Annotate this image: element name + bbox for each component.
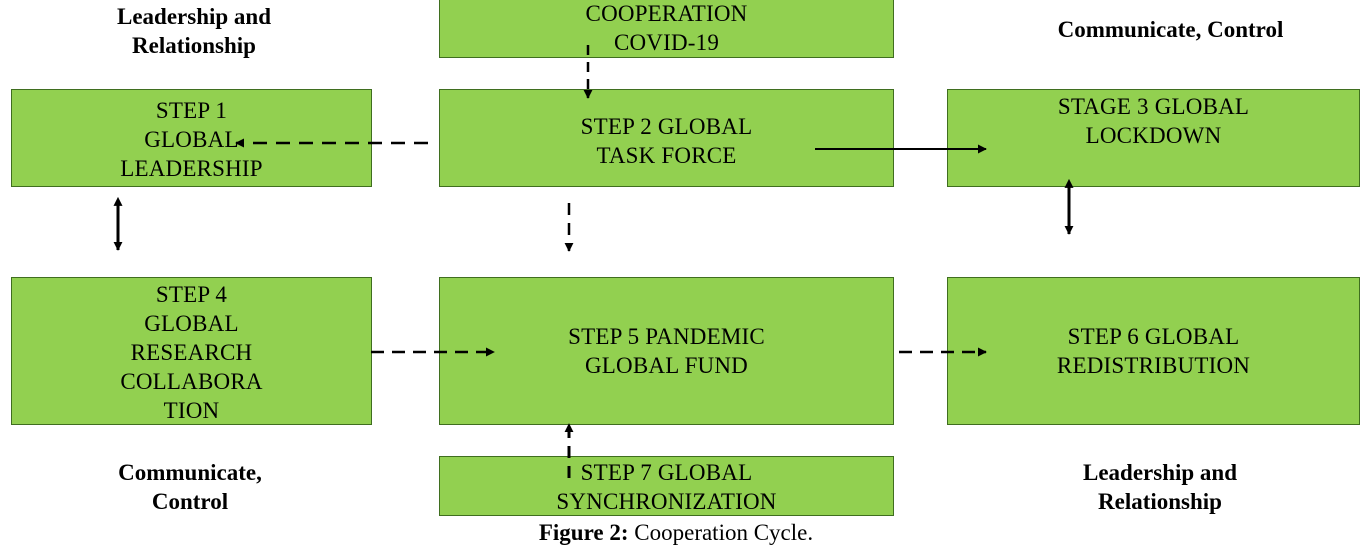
- label-top-right-line-1: Communicate, Control: [1057, 17, 1284, 42]
- step4-line-4: COLLABORA: [120, 369, 263, 394]
- label-bottom-left-line-2: Control: [151, 489, 229, 514]
- step7-global-synchronization-box: STEP 7 GLOBAL SYNCHRONIZATION: [439, 456, 894, 516]
- stage3-line-1: STAGE 3 GLOBAL: [1057, 94, 1250, 119]
- cooperation-box-line-2: COVID-19: [613, 30, 720, 55]
- step7-line-2: SYNCHRONIZATION: [556, 489, 777, 514]
- label-bottom-right-line-2: Relationship: [1098, 489, 1222, 514]
- step1-line-3: LEADERSHIP: [120, 156, 263, 181]
- label-bottom-right: Leadership and Relationship: [1040, 458, 1280, 516]
- step2-line-2: TASK FORCE: [596, 143, 737, 168]
- figure-caption-text: Cooperation Cycle.: [634, 520, 814, 545]
- step1-line-2: GLOBAL: [144, 127, 239, 152]
- label-bottom-left: Communicate, Control: [80, 458, 300, 516]
- step6-line-2: REDISTRIBUTION: [1056, 353, 1251, 378]
- label-top-left: Leadership and Relationship: [74, 2, 314, 60]
- step4-line-2: GLOBAL: [144, 311, 239, 336]
- label-bottom-right-line-1: Leadership and: [1082, 460, 1237, 485]
- step6-global-redistribution-box: STEP 6 GLOBAL REDISTRIBUTION: [947, 277, 1360, 425]
- step6-line-1: STEP 6 GLOBAL: [1067, 324, 1240, 349]
- cooperation-covid-box: COOPERATION COVID-19: [439, 0, 894, 58]
- label-top-left-line-2: Relationship: [132, 33, 256, 58]
- step7-line-1: STEP 7 GLOBAL: [580, 460, 753, 485]
- cooperation-box-line-1: COOPERATION: [585, 1, 748, 26]
- figure-caption: Figure 2: Cooperation Cycle.: [0, 518, 1352, 547]
- step1-line-1: STEP 1: [155, 98, 228, 123]
- step1-global-leadership-box: STEP 1 GLOBAL LEADERSHIP: [11, 89, 372, 187]
- step2-global-task-force-box: STEP 2 GLOBAL TASK FORCE: [439, 89, 894, 187]
- step5-line-2: GLOBAL FUND: [585, 353, 748, 378]
- step5-line-1: STEP 5 PANDEMIC: [568, 324, 765, 349]
- figure-caption-label: Figure 2:: [538, 520, 629, 545]
- label-top-left-line-1: Leadership and: [116, 4, 271, 29]
- step4-line-1: STEP 4: [155, 282, 228, 307]
- step4-line-5: TION: [163, 398, 220, 423]
- stage3-global-lockdown-box: STAGE 3 GLOBAL LOCKDOWN: [947, 89, 1360, 187]
- stage3-line-2: LOCKDOWN: [1085, 123, 1222, 148]
- step4-line-3: RESEARCH: [130, 340, 253, 365]
- step5-pandemic-global-fund-box: STEP 5 PANDEMIC GLOBAL FUND: [439, 277, 894, 425]
- label-top-right: Communicate, Control: [1028, 15, 1313, 44]
- step2-line-1: STEP 2 GLOBAL: [580, 114, 753, 139]
- step4-global-research-collaboration-box: STEP 4 GLOBAL RESEARCH COLLABORA TION: [11, 277, 372, 425]
- label-bottom-left-line-1: Communicate,: [118, 460, 262, 485]
